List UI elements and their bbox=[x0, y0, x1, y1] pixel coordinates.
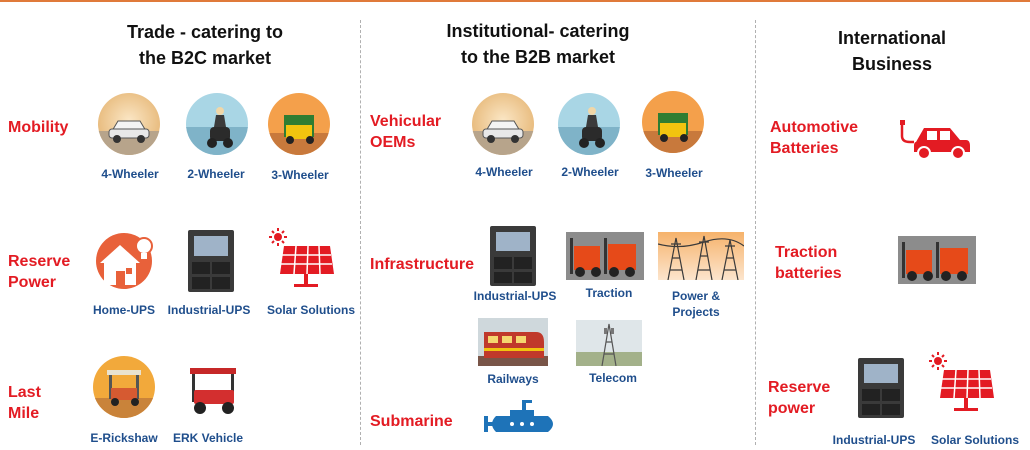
car-icon bbox=[98, 93, 160, 155]
heading-international: International Business bbox=[812, 25, 972, 77]
label-trade-industrial-ups: Industrial-UPS bbox=[167, 303, 251, 317]
label-trade-3-wheeler: 3-Wheeler bbox=[271, 168, 329, 182]
ups-cabinet-icon bbox=[186, 230, 236, 292]
label-trade-solar-solutions: Solar Solutions bbox=[266, 303, 355, 317]
category-traction-line1: Traction bbox=[775, 244, 838, 261]
label-power-projects-line1: Power & bbox=[671, 289, 720, 303]
electric-car-icon bbox=[900, 118, 972, 160]
label-power-projects-line2: Projects bbox=[672, 305, 720, 319]
column-divider-1 bbox=[360, 20, 361, 445]
label-railways: Railways bbox=[487, 372, 539, 386]
heading-international-line2: Business bbox=[851, 54, 933, 74]
label-power-projects: Power & Projects bbox=[660, 288, 732, 320]
category-reserve-intl-line2: power bbox=[768, 400, 816, 417]
label-inst-4-wheeler: 4-Wheeler bbox=[475, 165, 533, 179]
scooter-icon bbox=[186, 93, 248, 155]
e-rickshaw-icon bbox=[93, 356, 155, 418]
heading-trade-line2: the B2C market bbox=[138, 48, 272, 68]
label-e-rickshaw: E-Rickshaw bbox=[90, 431, 158, 445]
label-inst-industrial-ups: Industrial-UPS bbox=[473, 289, 557, 303]
submarine-icon bbox=[482, 396, 560, 436]
ups-cabinet-icon bbox=[856, 358, 906, 418]
forklift-icon bbox=[566, 232, 644, 280]
category-mobility: Mobility bbox=[8, 119, 69, 136]
label-telecom: Telecom bbox=[589, 371, 637, 385]
transmission-tower-icon bbox=[658, 232, 744, 280]
label-home-ups: Home-UPS bbox=[92, 303, 155, 317]
heading-international-line1: International bbox=[837, 28, 946, 48]
telecom-tower-icon bbox=[576, 320, 642, 366]
category-last-mile: Last Mile bbox=[8, 382, 41, 424]
scooter-icon bbox=[558, 93, 620, 155]
category-traction-batteries: Traction batteries bbox=[775, 242, 842, 284]
erk-vehicle-icon bbox=[186, 364, 240, 418]
label-erk-vehicle: ERK Vehicle bbox=[172, 431, 244, 445]
heading-institutional: Institutional- catering to the B2B marke… bbox=[418, 18, 658, 70]
house-bulb-icon bbox=[94, 231, 158, 289]
solar-panel-icon bbox=[928, 352, 994, 414]
heading-institutional-line1: Institutional- catering bbox=[446, 21, 630, 41]
category-infrastructure: Infrastructure bbox=[370, 256, 475, 273]
column-divider-2 bbox=[755, 20, 756, 445]
label-inst-3-wheeler: 3-Wheeler bbox=[645, 166, 703, 180]
forklift-icon bbox=[898, 236, 976, 284]
category-reserve-power-line2: Power bbox=[8, 274, 57, 291]
heading-trade-line1: Trade - catering to bbox=[126, 22, 284, 42]
label-trade-4-wheeler: 4-Wheeler bbox=[101, 167, 159, 181]
label-intl-solar-solutions: Solar Solutions bbox=[930, 433, 1019, 447]
category-reserve-power-intl: Reserve power bbox=[768, 377, 830, 419]
category-automotive-line1: Automotive bbox=[770, 119, 858, 136]
category-reserve-power-line1: Reserve bbox=[8, 253, 71, 270]
ups-cabinet-icon bbox=[488, 226, 538, 286]
category-automotive-line2: Batteries bbox=[770, 140, 839, 157]
category-submarine: Submarine bbox=[370, 413, 453, 430]
category-automotive-batteries: Automotive Batteries bbox=[770, 117, 858, 159]
category-traction-line2: batteries bbox=[775, 265, 842, 282]
solar-panel-icon bbox=[268, 228, 334, 290]
label-inst-2-wheeler: 2-Wheeler bbox=[561, 165, 619, 179]
auto-rickshaw-icon bbox=[642, 91, 704, 153]
category-vehicular-oems-line1: Vehicular bbox=[370, 113, 442, 130]
category-last-mile-line1: Last bbox=[8, 384, 41, 401]
train-icon bbox=[478, 318, 548, 366]
auto-rickshaw-icon bbox=[268, 93, 330, 155]
category-last-mile-line2: Mile bbox=[8, 405, 40, 422]
category-vehicular-oems-line2: OEMs bbox=[370, 134, 416, 151]
top-accent-line bbox=[0, 0, 1030, 2]
category-vehicular-oems: Vehicular OEMs bbox=[370, 111, 441, 153]
heading-trade: Trade - catering to the B2C market bbox=[100, 19, 310, 71]
category-reserve-power: Reserve Power bbox=[8, 251, 70, 293]
label-intl-industrial-ups: Industrial-UPS bbox=[832, 433, 916, 447]
label-traction: Traction bbox=[585, 286, 633, 300]
car-icon bbox=[472, 93, 534, 155]
heading-institutional-line2: to the B2B market bbox=[460, 47, 616, 67]
category-reserve-intl-line1: Reserve bbox=[768, 379, 831, 396]
label-trade-2-wheeler: 2-Wheeler bbox=[187, 167, 245, 181]
